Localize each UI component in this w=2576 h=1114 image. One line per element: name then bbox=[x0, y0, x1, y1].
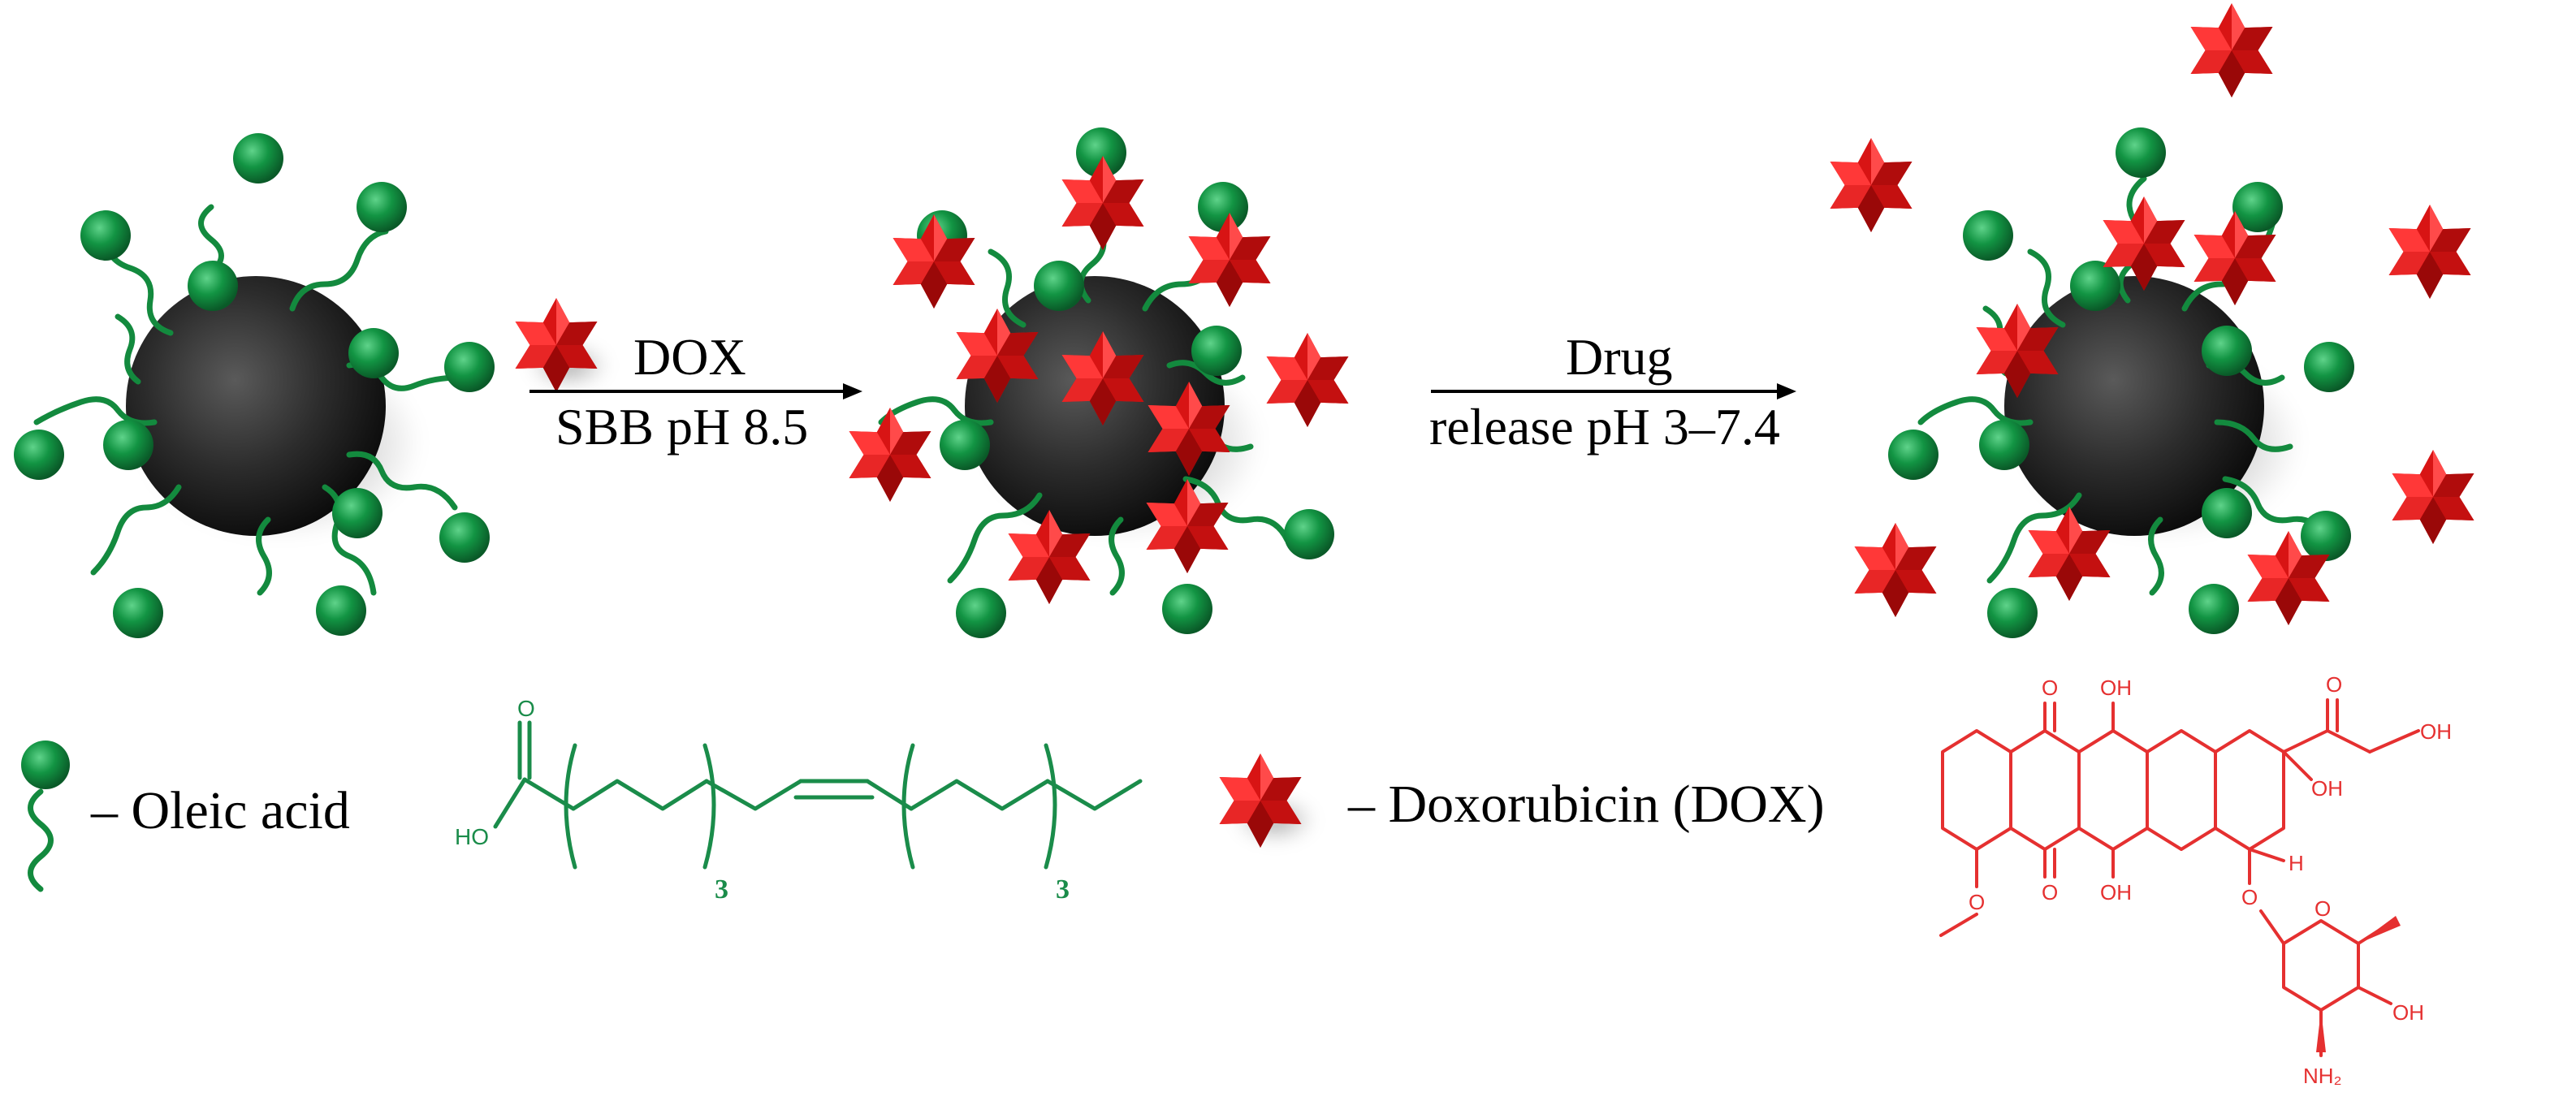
ligand-heads bbox=[917, 127, 1334, 638]
oleic-acid-structure bbox=[493, 720, 1143, 870]
oleic-head bbox=[1162, 584, 1212, 634]
oleic-head bbox=[1963, 210, 2013, 261]
oleic-head bbox=[316, 585, 366, 636]
step1-top-label: DOX bbox=[633, 328, 746, 386]
oleic-head bbox=[1034, 261, 1084, 311]
dox-o-glycoside: O bbox=[2241, 885, 2258, 909]
oleic-head bbox=[188, 261, 238, 311]
dox-o-ketone-bottom: O bbox=[2042, 880, 2058, 905]
legend-dox-symbol bbox=[1219, 753, 1316, 848]
nanoparticle-oleic bbox=[14, 133, 495, 638]
oleic-head bbox=[103, 420, 153, 470]
oleic-head bbox=[2232, 182, 2283, 232]
dox-h: H bbox=[2289, 851, 2304, 875]
oleic-head bbox=[2202, 326, 2252, 376]
magnetic-core bbox=[126, 276, 386, 536]
oleic-head bbox=[2189, 584, 2239, 634]
ligand-heads bbox=[1888, 127, 2354, 638]
dox-o-sugar: O bbox=[2315, 896, 2331, 921]
dox-oh-ring: OH bbox=[2311, 776, 2343, 801]
oleic-head bbox=[940, 420, 990, 470]
dox-star bbox=[849, 408, 931, 502]
oleic-head bbox=[80, 210, 131, 261]
oleic-head bbox=[113, 588, 163, 638]
dox-molecule bbox=[515, 298, 609, 392]
oleic-head bbox=[1076, 127, 1126, 178]
dox-star bbox=[2190, 3, 2273, 97]
oleic-head bbox=[439, 512, 490, 563]
oleic-head bbox=[233, 133, 283, 184]
dox-star bbox=[1188, 213, 1271, 307]
oleic-head bbox=[1191, 326, 1242, 376]
legend-dox-label: – Doxorubicin (DOX) bbox=[1348, 775, 1825, 834]
oleic-head bbox=[444, 342, 495, 392]
oleic-repeat-2: 3 bbox=[1056, 874, 1070, 905]
doxorubicin-wedges bbox=[2316, 916, 2401, 1052]
step1-bottom-label: SBB pH 8.5 bbox=[555, 398, 809, 456]
dox-oh-terminal: OH bbox=[2420, 719, 2452, 744]
ligand-heads bbox=[14, 133, 495, 638]
doxorubicin-structure bbox=[1939, 698, 2420, 1057]
oleic-head bbox=[332, 488, 383, 538]
oleic-head bbox=[956, 588, 1006, 638]
oleic-head bbox=[2116, 127, 2166, 178]
dox-oh-bottom: OH bbox=[2100, 880, 2132, 905]
dox-star bbox=[2392, 450, 2474, 544]
oleic-o-label: O bbox=[517, 696, 535, 721]
loading-arrow bbox=[529, 383, 862, 399]
dox-star bbox=[1830, 138, 1913, 232]
dox-star bbox=[1061, 156, 1144, 250]
oleic-head bbox=[357, 182, 407, 232]
dox-o-ketone-b: O bbox=[2042, 676, 2058, 700]
release-arrow bbox=[1431, 383, 1796, 399]
oleic-head bbox=[1284, 509, 1334, 559]
oleic-head bbox=[2202, 488, 2252, 538]
oleic-head bbox=[2304, 342, 2354, 392]
oleic-head bbox=[1979, 420, 2029, 470]
magnetic-core bbox=[2004, 276, 2264, 536]
oleic-head bbox=[2301, 511, 2351, 561]
legend-oleic-label: – Oleic acid bbox=[91, 781, 350, 840]
oleic-head bbox=[2070, 261, 2120, 311]
dox-nh2: NH₂ bbox=[2303, 1064, 2342, 1088]
dox-star bbox=[2388, 205, 2471, 299]
dox-oh-sugar: OH bbox=[2392, 1000, 2424, 1025]
nanoparticle-loaded bbox=[849, 127, 1349, 638]
oleic-head bbox=[1198, 182, 1248, 232]
step2-bottom-label: release pH 3–7.4 bbox=[1429, 398, 1780, 456]
oleic-head bbox=[14, 430, 64, 480]
dox-o-methoxy: O bbox=[1969, 890, 1985, 914]
step2-top-label: Drug bbox=[1566, 328, 1673, 386]
dox-oh-top: OH bbox=[2100, 676, 2132, 700]
legend-oleic-symbol bbox=[21, 741, 70, 892]
oleic-head bbox=[1888, 430, 1938, 480]
dox-star bbox=[1266, 333, 1349, 427]
oleic-ho-label: HO bbox=[455, 824, 489, 849]
dox-star bbox=[1854, 523, 1937, 617]
dox-o-sidechain: O bbox=[2326, 672, 2342, 697]
oleic-repeat-1: 3 bbox=[715, 874, 728, 905]
oleic-head bbox=[1987, 588, 2038, 638]
nanoparticle-release bbox=[1830, 3, 2474, 638]
oleic-head bbox=[348, 328, 399, 378]
